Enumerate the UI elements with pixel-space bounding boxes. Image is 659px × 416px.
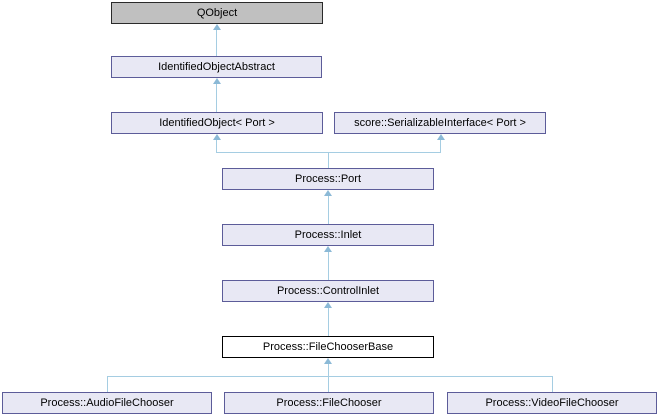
edge-stub-identifiedobjectport <box>216 140 217 152</box>
edge-arrow-processport <box>324 190 332 196</box>
edge-stub-audiofilechooser <box>107 376 108 392</box>
edge-arrow-filechooserbase <box>324 358 332 364</box>
edge-filechooserbase-controlinlet <box>328 308 329 336</box>
edge-identifiedobjectabstract-qobject <box>216 30 217 56</box>
class-node-process-control-inlet[interactable]: Process::ControlInlet <box>222 280 434 302</box>
edge-inlet-port <box>328 196 329 224</box>
class-node-identified-object-port[interactable]: IdentifiedObject< Port > <box>111 112 323 134</box>
edge-filechooser-riser <box>328 364 329 392</box>
edge-stub-videofilechooser <box>552 376 553 392</box>
class-node-process-inlet[interactable]: Process::Inlet <box>222 224 434 246</box>
class-node-process-video-file-chooser[interactable]: Process::VideoFileChooser <box>447 392 657 414</box>
edge-controlinlet-inlet <box>328 252 329 280</box>
edge-arrow-qobject <box>213 24 221 30</box>
class-node-process-file-chooser-base: Process::FileChooserBase <box>222 336 434 358</box>
edge-arrow-serializableinterface <box>437 134 445 140</box>
class-node-process-file-chooser[interactable]: Process::FileChooser <box>224 392 434 414</box>
class-node-qobject: QObject <box>111 2 323 24</box>
class-node-process-port[interactable]: Process::Port <box>222 168 434 190</box>
class-node-score-serializable-interface-port[interactable]: score::SerializableInterface< Port > <box>334 112 546 134</box>
edge-arrow-processcontrolinlet <box>324 302 332 308</box>
edge-arrow-processinlet <box>324 246 332 252</box>
edge-branch-filechooser-children <box>107 376 553 377</box>
edge-identifiedobjectport-identifiedobjectabstract <box>216 84 217 112</box>
class-node-process-audio-file-chooser[interactable]: Process::AudioFileChooser <box>2 392 212 414</box>
edge-arrow-identifiedobjectabstract <box>213 78 221 84</box>
class-node-identified-object-abstract[interactable]: IdentifiedObjectAbstract <box>111 56 322 78</box>
edge-port-riser <box>328 152 329 168</box>
edge-stub-serializableinterface <box>440 140 441 152</box>
edge-arrow-identifiedobjectport <box>213 134 221 140</box>
